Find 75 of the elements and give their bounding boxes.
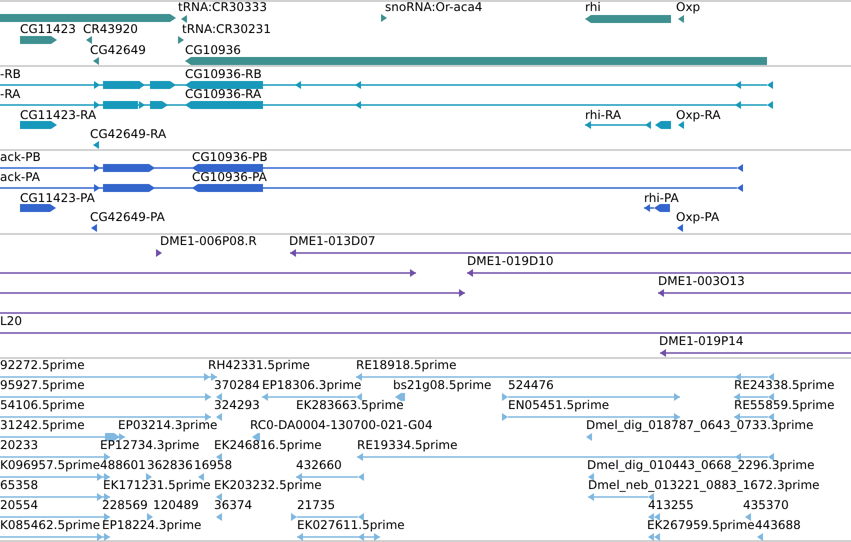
feature-label: EN05451.5prime <box>508 398 610 412</box>
feature-label: tRNA:CR30231 <box>182 22 271 36</box>
feature-label: 92272.5prime <box>0 358 85 372</box>
feature-label: rhi-PA <box>644 191 679 205</box>
feature-label: 324293 <box>214 398 260 412</box>
feature-label: DME1-003O13 <box>658 274 745 288</box>
feature-label: 20233 <box>0 438 38 452</box>
feature-label: EK283663.5prime <box>296 398 404 412</box>
feature-label: CG10936-PA <box>192 170 267 184</box>
feature-label: DME1-013D07 <box>289 234 376 248</box>
feature-label: rhi-RA <box>585 108 622 122</box>
feature-label: Oxp-PA <box>676 210 720 224</box>
feature-label: RC0-DA0004-130700-021-G04 <box>250 418 433 432</box>
feature-label: CG10936 <box>185 43 241 57</box>
feature-label: snoRNA:Or-aca4 <box>385 0 482 14</box>
feature-label: tRNA:CR30333 <box>178 0 267 14</box>
feature-label: DME1-019D10 <box>467 254 554 268</box>
feature-label: DME1-006P08.R <box>160 234 257 248</box>
feature-label: Dmel_neb_013221_0883_1672.3prime <box>588 478 820 492</box>
feature-label: Oxp <box>676 0 700 14</box>
feature-label: EK267959.5prime <box>647 518 755 532</box>
feature-label: 228569 <box>102 498 148 512</box>
feature-label: -RA <box>0 87 20 101</box>
feature-label: Dmel_dig_018787_0643_0733.3prime <box>586 418 814 432</box>
feature-label: CG10936-PB <box>192 150 268 164</box>
feature-label: 54106.5prime <box>0 398 85 412</box>
feature-label: 435370 <box>743 498 789 512</box>
feature-label: rhi <box>585 0 601 14</box>
feature-label: K085462.5prime <box>0 518 100 532</box>
feature-label: RH42331.5prime <box>208 358 310 372</box>
feature-label: Oxp-RA <box>676 108 721 122</box>
feature-label: L20 <box>0 314 22 328</box>
feature-label: CG10936-RB <box>185 67 262 81</box>
feature-label: DME1-019P14 <box>659 334 744 348</box>
feature-label: CG11423-RA <box>20 108 96 122</box>
feature-label: 488601 <box>100 458 146 472</box>
feature-label: EK203232.5prime <box>214 478 322 492</box>
feature-label: Dmel_dig_010443_0668_2296.3prime <box>587 458 815 472</box>
feature-label: CG10936-RA <box>185 87 262 101</box>
feature-label: CR43920 <box>83 22 138 36</box>
feature-label: CG42649-PA <box>90 210 165 224</box>
feature-label: RE55859.5prime <box>734 398 834 412</box>
feature-label: ack-PA <box>0 170 40 184</box>
feature-label: EP12734.3prime <box>100 438 200 452</box>
feature-label: 95927.5prime <box>0 378 85 392</box>
feature-label: bs21g08.5prime <box>393 378 492 392</box>
feature-label: 21735 <box>297 498 336 512</box>
feature-label: ack-PB <box>0 150 41 164</box>
feature-label: 31242.5prime <box>0 418 85 432</box>
feature-label: EK171231.5prime <box>103 478 211 492</box>
feature-label: CG11423-PA <box>20 191 95 205</box>
feature-label: 362836 <box>147 458 193 472</box>
feature-label: EP18306.3prime <box>262 378 362 392</box>
feature-label: 370284 <box>214 378 260 392</box>
feature-label: RE24338.5prime <box>734 378 834 392</box>
feature-label: 120489 <box>153 498 199 512</box>
feature-label: K096957.5prime <box>0 458 100 472</box>
feature-label: CG42649 <box>90 43 146 57</box>
feature-label: EP18224.3prime <box>102 518 202 532</box>
feature-label: EP03214.3prime <box>118 418 218 432</box>
feature-label: 36374 <box>214 498 252 512</box>
feature-label: EK246816.5prime <box>214 438 322 452</box>
feature-label: CG42649-RA <box>90 127 166 141</box>
feature-label: CG11423 <box>20 22 76 36</box>
feature-label: 524476 <box>508 378 554 392</box>
feature-label: 16958 <box>194 458 232 472</box>
feature-label: 413255 <box>648 498 694 512</box>
feature-label: 432660 <box>296 458 342 472</box>
feature-label: EK027611.5prime <box>297 518 405 532</box>
feature-label: -RB <box>0 67 21 81</box>
feature-label: 443688 <box>755 518 801 532</box>
feature-label: RE19334.5prime <box>357 438 458 452</box>
feature-label: RE18918.5prime <box>356 358 456 372</box>
feature-label: 65358 <box>0 478 38 492</box>
feature-label: 20554 <box>0 498 38 512</box>
